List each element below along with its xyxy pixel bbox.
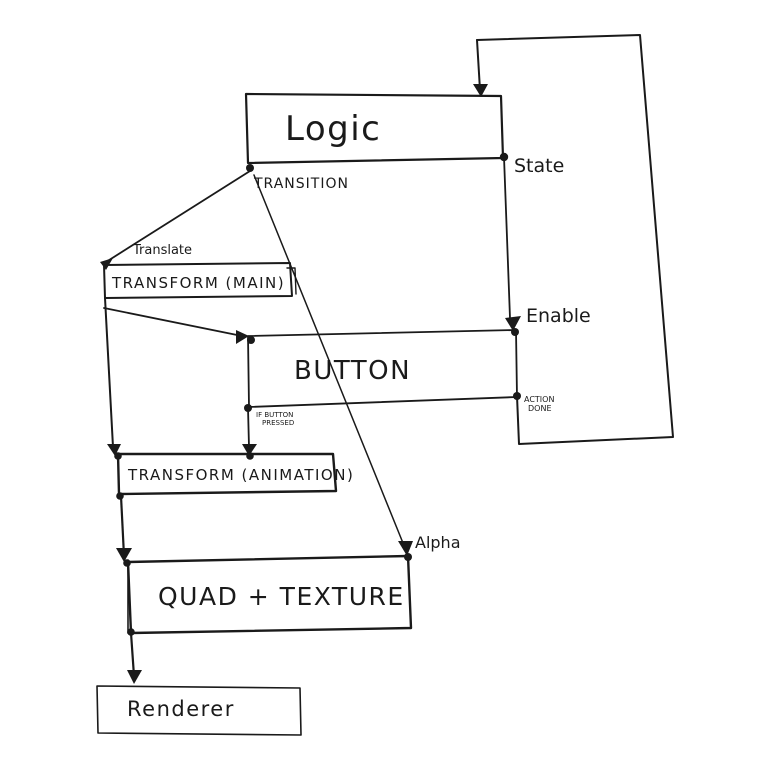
animation-left-arrow — [107, 444, 121, 456]
transition-port-dot — [246, 164, 254, 172]
alpha-arrow — [398, 541, 413, 556]
enable-port-label: Enable — [526, 305, 591, 327]
transition-to-translate-line — [105, 170, 251, 263]
action-done-label-line2: DONE — [528, 404, 552, 413]
transform-animation-node: TRANSFORM (ANIMATION) — [116, 452, 354, 496]
quad-texture-node: QUAD + TEXTURE — [126, 554, 413, 635]
transform-main-node-label: TRANSFORM (MAIN) — [111, 274, 285, 292]
logic-node: Logic — [244, 92, 505, 165]
action-done-label-line1: ACTION — [524, 395, 554, 404]
enable-port-dot — [511, 328, 519, 336]
main-to-button-line — [103, 307, 243, 337]
quad-texture-node-label: QUAD + TEXTURE — [158, 582, 405, 611]
animation-top-mid-dot — [246, 452, 254, 460]
transform-animation-node-label: TRANSFORM (ANIMATION) — [127, 466, 354, 484]
animation-to-quad-line — [119, 494, 126, 558]
quad-to-renderer-line — [129, 631, 136, 678]
arrowheads — [100, 84, 521, 684]
connections — [103, 39, 511, 678]
logic-input-arrow — [473, 84, 488, 97]
alpha-port-label: Alpha — [415, 533, 461, 552]
frame-to-logic-line — [476, 39, 481, 91]
button-input-arrow — [236, 330, 249, 344]
animation-top-left-dot — [114, 452, 122, 460]
renderer-node: Renderer — [96, 685, 302, 736]
quad-input-arrow — [116, 548, 132, 562]
logic-node-label: Logic — [285, 109, 381, 149]
action-done-port-dot — [513, 392, 521, 400]
main-to-animation-line — [104, 297, 114, 448]
animation-button-arrow — [242, 444, 257, 456]
quad-bottom-dot — [127, 628, 135, 636]
button-node-label: BUTTON — [294, 356, 411, 386]
state-port-label: State — [514, 155, 564, 177]
state-port-dot — [499, 152, 509, 162]
if-button-pressed-label-line2: PRESSED — [262, 419, 294, 427]
state-frame — [476, 34, 674, 445]
if-button-pressed-label-line1: IF BUTTON — [256, 411, 293, 419]
transform-main-node: TRANSFORM (MAIN) — [103, 262, 297, 299]
translate-port-label: Translate — [132, 243, 192, 258]
button-input-dot — [247, 336, 255, 344]
port-dots — [114, 152, 521, 636]
renderer-arrow — [127, 670, 142, 684]
transition-port-label: TRANSITION — [253, 176, 349, 192]
enable-arrow — [505, 316, 521, 331]
quad-top-left-dot — [123, 559, 131, 567]
animation-bottom-dot — [116, 492, 124, 500]
port-labels: State TRANSITION Translate Enable ACTION… — [132, 155, 591, 552]
renderer-node-label: Renderer — [127, 697, 235, 721]
transition-to-alpha-line — [253, 174, 406, 549]
state-to-enable-line — [503, 156, 511, 319]
button-node: BUTTON — [247, 329, 518, 408]
if-button-pressed-dot — [244, 404, 252, 412]
translate-arrow — [100, 258, 113, 270]
button-to-animation-line — [247, 407, 250, 448]
alpha-port-dot — [404, 553, 412, 561]
